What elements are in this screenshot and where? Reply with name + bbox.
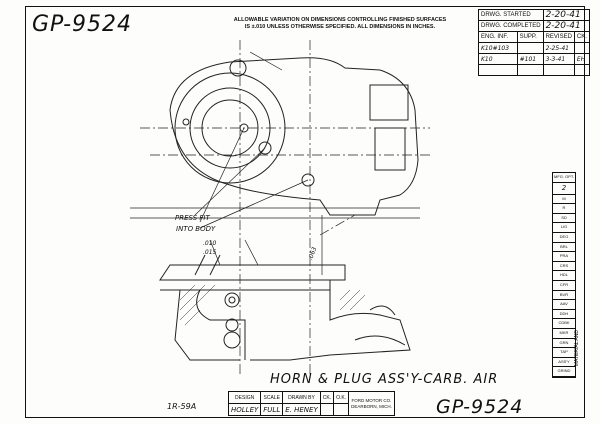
material-item: BVR [553,291,575,301]
tb-header-drawn-by: DRAWN BY [282,391,321,404]
tb-header-scale: SCALE [260,391,284,404]
material-item: SD [553,214,575,224]
body-section [159,254,411,361]
tolerance-note-line1: ALLOWABLE VARIATION ON DIMENSIONS CONTRO… [233,17,447,23]
material-item: GRIND [553,367,575,377]
sheet-border [25,6,585,418]
material-item: ASS'Y [553,358,575,368]
drawing-number-bottom: GP-9524 [436,396,524,418]
into-body-label: INTO BODY [176,225,216,233]
material-item: CDBK [553,319,575,329]
material-item: DEG [553,233,575,243]
material-item: DDH [553,310,575,320]
tb-header-design: DESIGN [227,391,262,404]
material-header-value: 2 [553,183,575,195]
tb-ck-value [319,403,335,416]
material-item: CFR [553,281,575,291]
tb-header-ck: CK. [319,391,335,404]
material-item: MKR [553,329,575,339]
material-item: PRA [553,252,575,262]
rev-row2-ck: EH [573,53,590,65]
material-item: M [553,195,575,205]
revision-block: DRWG. STARTED 2-20-41 DRWG. COMPLETED 2-… [478,9,590,76]
material-item: AAV [553,300,575,310]
tb-drawn-by-value: E. HENEY [282,403,321,416]
drawing-title: HORN & PLUG ASS'Y-CARB. AIR [270,372,499,387]
leader-lines [130,51,420,275]
tb-scale-value: FULL [260,403,284,416]
material-header: MFG. OPT. [553,173,575,183]
drawing-number-top: GP-9524 [32,12,133,37]
material-item: HDL [553,271,575,281]
tb-location: DEARBORN, MICH. [351,403,392,409]
rev-header-ck: CK. [573,31,590,43]
material-item: CRS [553,262,575,272]
press-fit-label: PRESS FIT [175,214,210,222]
tb-company-cell: FORD MOTOR CO. DEARBORN, MICH. [348,391,395,416]
material-item: TAP [553,348,575,358]
material-item: BRL [553,243,575,253]
tolerance-note-line2: IS ±.010 UNLESS OTHERWISE SPECIFIED. ALL… [244,24,436,30]
horn-outline [169,57,419,216]
tb-header-ok: O.K. [333,391,350,404]
part-note: 1R-59A [167,402,197,411]
hatching [179,284,366,326]
tolerance-note: ALLOWABLE VARIATION ON DIMENSIONS CONTRO… [205,17,475,31]
material-item: GRN [553,339,575,349]
tb-company: FORD MOTOR CO. [351,397,392,403]
dimension-lower: .015 [203,249,217,256]
tb-design-value: HOLLEY [227,403,262,416]
tb-ok-value [333,403,350,416]
center-lines [140,40,430,375]
material-item: LIG [553,223,575,233]
dimension-upper: .010 [203,240,217,247]
material-item: R [553,204,575,214]
title-block: DESIGN SCALE DRAWN BY CK. O.K. FORD MOTO… [227,391,395,416]
